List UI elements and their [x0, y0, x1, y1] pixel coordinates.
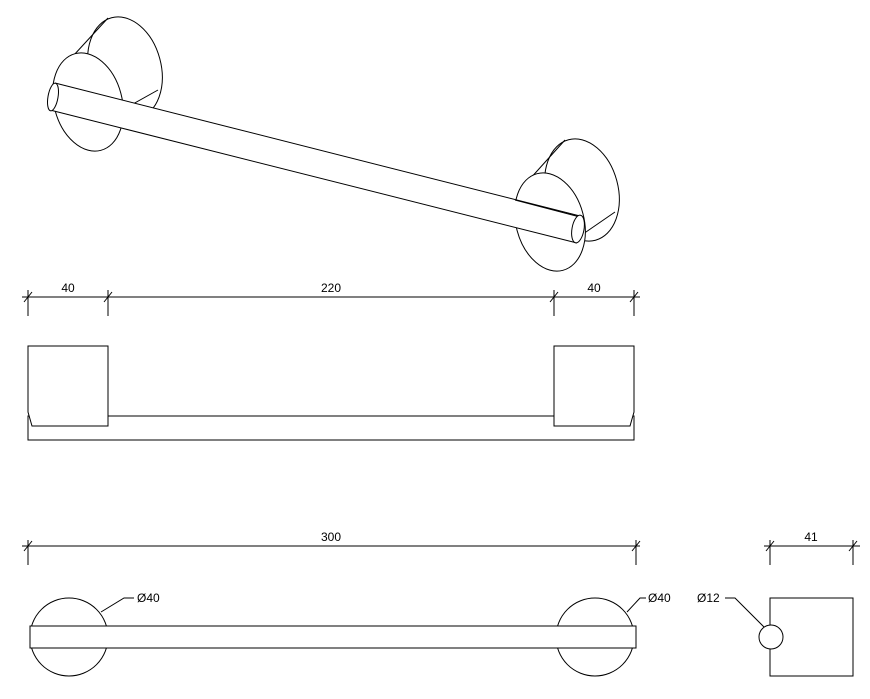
dim-left-diameter: Ø40	[137, 591, 160, 605]
bar-side	[27, 415, 635, 441]
left-mount-side	[27, 345, 109, 427]
dim-right-diameter: Ø40	[648, 591, 671, 605]
side-view	[22, 290, 640, 441]
front-view	[22, 540, 646, 677]
right-mount-side	[553, 345, 635, 427]
isometric-view	[47, 16, 620, 272]
dim-bar-diameter: Ø12	[697, 591, 720, 605]
bar-iso	[47, 82, 585, 244]
wall-plate-end	[769, 597, 854, 677]
end-view	[725, 540, 860, 677]
dim-overall-length: 300	[321, 530, 341, 544]
bar-section	[758, 624, 784, 650]
dim-left-mount: 40	[61, 281, 75, 295]
dim-bar-span: 220	[321, 281, 341, 295]
dimension-line-top	[22, 290, 640, 316]
dim-depth: 41	[804, 530, 818, 544]
dim-right-mount: 40	[587, 281, 601, 295]
bar-front	[29, 625, 637, 649]
